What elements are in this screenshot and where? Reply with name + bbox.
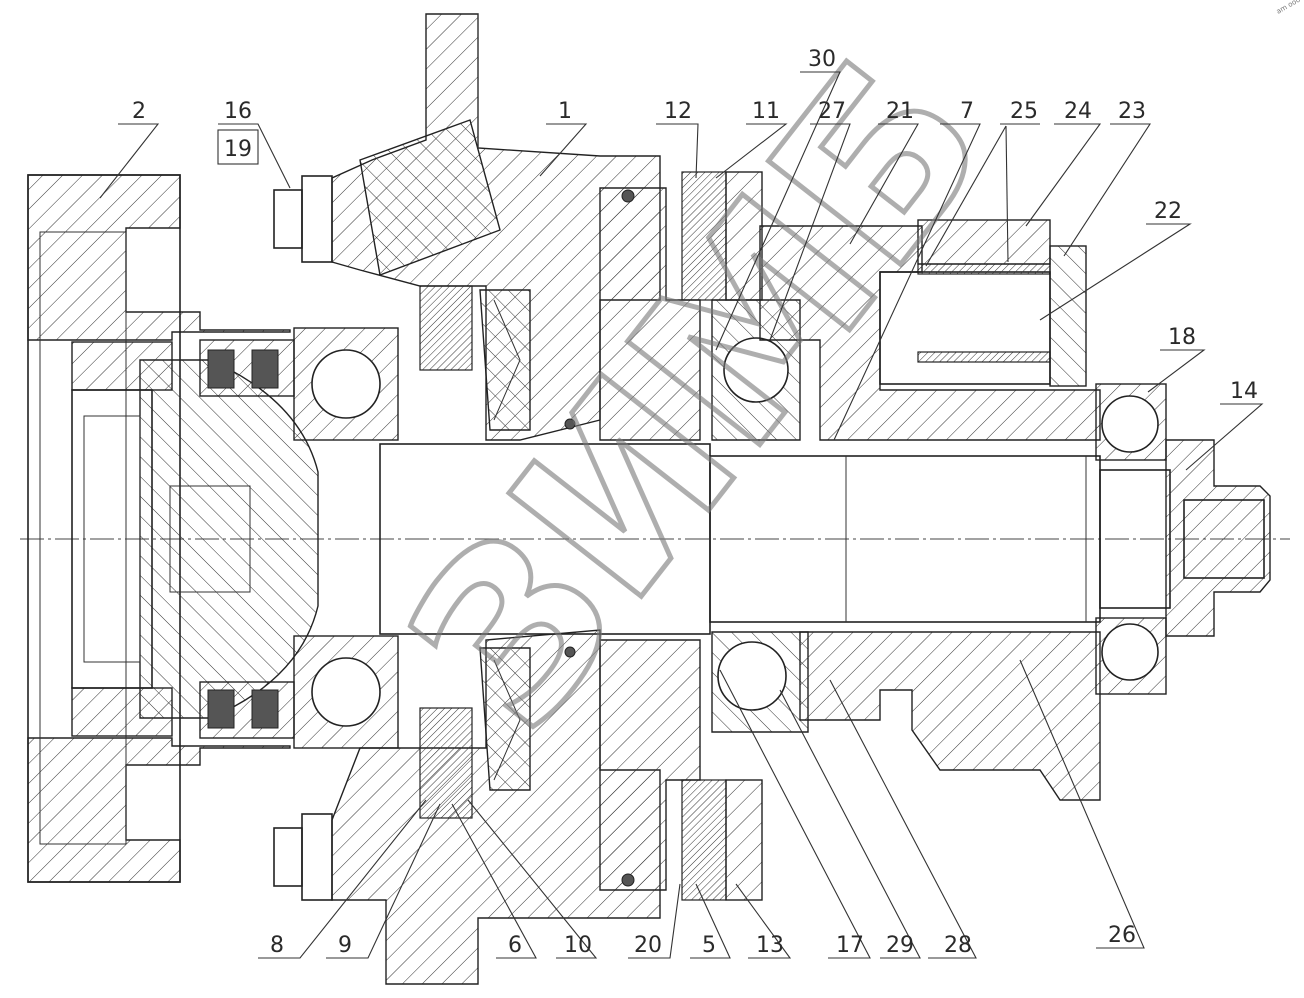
callout-17: 17 xyxy=(836,933,864,958)
part-2-flange xyxy=(27,174,291,883)
left-bearings xyxy=(293,327,399,749)
callout-8: 8 xyxy=(270,933,284,958)
callout-11: 11 xyxy=(752,99,780,124)
callout-10: 10 xyxy=(564,933,592,958)
callout-16: 16 xyxy=(224,99,252,124)
callout-23: 23 xyxy=(1118,99,1146,124)
callout-26: 26 xyxy=(1108,923,1136,948)
callout-2: 2 xyxy=(132,99,146,124)
callout-22: 22 xyxy=(1154,199,1182,224)
leader-lines-bottom xyxy=(258,659,1145,959)
clutch-pack-right xyxy=(681,171,763,901)
main-shaft xyxy=(379,443,1171,635)
callout-25: 25 xyxy=(1010,99,1038,124)
callout-28: 28 xyxy=(944,933,972,958)
part-1-housing xyxy=(331,13,661,985)
callout-14: 14 xyxy=(1230,379,1258,404)
clutch-pack-left xyxy=(419,285,531,819)
callout-5: 5 xyxy=(702,933,716,958)
callout-30: 30 xyxy=(808,47,836,72)
gear-housing-21 xyxy=(759,219,1101,801)
leader-lines xyxy=(99,71,1264,471)
callout-12: 12 xyxy=(664,99,692,124)
right-bearing xyxy=(711,299,809,733)
callout-21: 21 xyxy=(886,99,914,124)
callout-6: 6 xyxy=(508,933,522,958)
callout-29: 29 xyxy=(886,933,914,958)
callout-24: 24 xyxy=(1064,99,1092,124)
spherical-hub xyxy=(71,341,319,737)
callout-20: 20 xyxy=(634,933,662,958)
callout-18: 18 xyxy=(1168,325,1196,350)
callout-labels-top: 2 16 19 1 12 11 30 27 21 7 25 24 23 22 1… xyxy=(132,47,1258,404)
callout-13: 13 xyxy=(756,933,784,958)
part-14-output-flange xyxy=(1165,439,1271,637)
callout-9: 9 xyxy=(338,933,352,958)
callout-labels-bottom: 8 9 6 10 20 5 13 17 29 28 26 xyxy=(270,923,1136,958)
callout-1: 1 xyxy=(558,99,572,124)
callout-7: 7 xyxy=(960,99,974,124)
lip-seals xyxy=(199,339,295,739)
callout-19: 19 xyxy=(224,137,252,162)
callout-27: 27 xyxy=(818,99,846,124)
output-bearing-18 xyxy=(1095,383,1167,695)
